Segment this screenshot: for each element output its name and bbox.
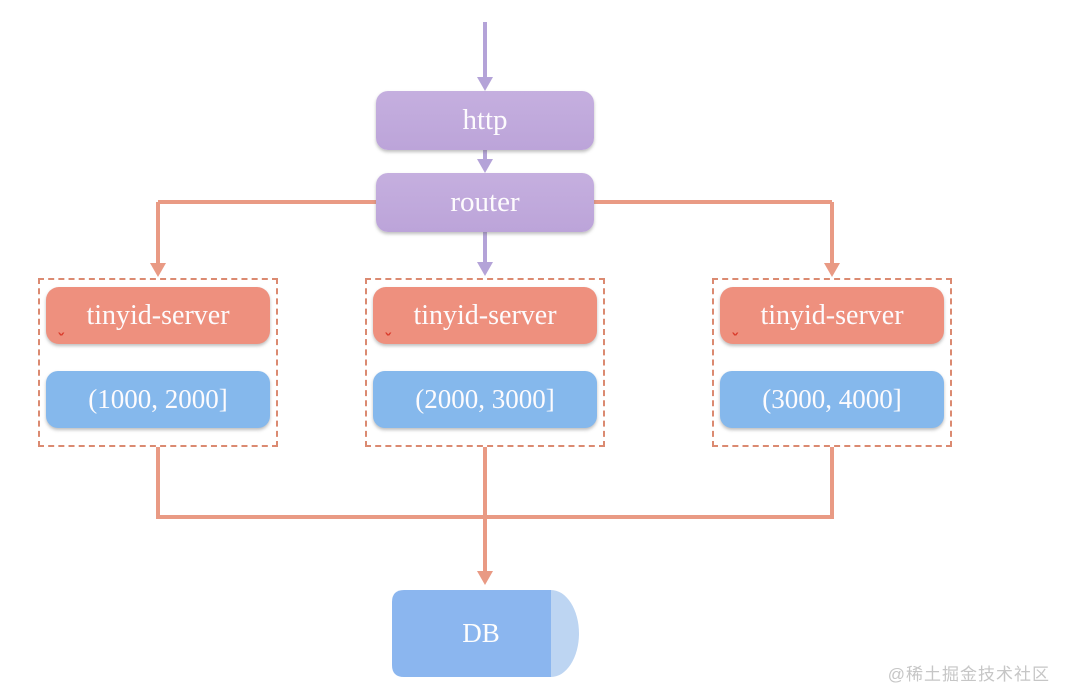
arrow-to-db-head — [477, 571, 493, 585]
http-node: http — [376, 91, 594, 150]
arrow-router-to-right-server-head — [824, 263, 840, 277]
server-group-3: tinyid-server ˇ (3000, 4000] — [712, 278, 952, 447]
db-cylinder-body — [392, 590, 551, 677]
id-range-node-3: (3000, 4000] — [720, 371, 944, 428]
router-node-label: router — [450, 186, 520, 218]
id-range-label: (2000, 3000] — [415, 384, 555, 414]
arrow-router-to-mid-server-head — [477, 262, 493, 276]
tinyid-server-label: tinyid-server — [413, 299, 557, 331]
watermark-text: @稀土掘金技术社区 — [887, 665, 1050, 684]
server-group-2: tinyid-server ˇ (2000, 3000] — [365, 278, 605, 447]
arrow-http-to-router-head — [477, 159, 493, 173]
router-node: router — [376, 173, 594, 232]
id-range-label: (1000, 2000] — [88, 384, 228, 414]
arrow-router-to-left-server-head — [150, 263, 166, 277]
id-range-node-1: (1000, 2000] — [46, 371, 270, 428]
spellcheck-mark: ˇ — [384, 331, 393, 351]
spellcheck-mark: ˇ — [57, 331, 66, 351]
id-range-label: (3000, 4000] — [762, 384, 902, 414]
tinyid-server-label: tinyid-server — [760, 299, 904, 331]
http-node-label: http — [462, 104, 508, 136]
tinyid-server-node-2: tinyid-server ˇ — [373, 287, 597, 350]
tinyid-server-node-3: tinyid-server ˇ — [720, 287, 944, 350]
tinyid-server-label: tinyid-server — [86, 299, 230, 331]
server-group-1: tinyid-server ˇ (1000, 2000] — [38, 278, 278, 447]
arrow-inbound-head — [477, 77, 493, 91]
id-range-node-2: (2000, 3000] — [373, 371, 597, 428]
db-node-label: DB — [462, 618, 500, 648]
spellcheck-mark: ˇ — [731, 331, 740, 351]
tinyid-server-node-1: tinyid-server ˇ — [46, 287, 270, 350]
